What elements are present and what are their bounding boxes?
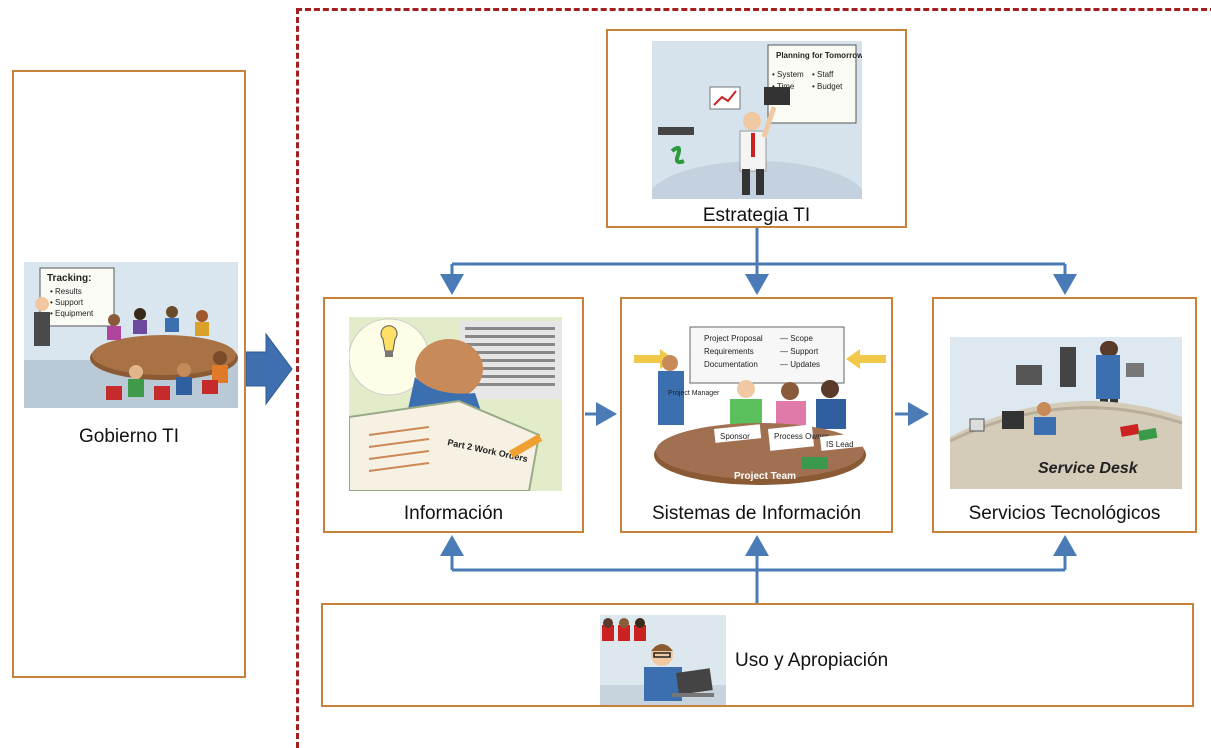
- tracking-item: • Results: [50, 287, 82, 296]
- board-item: Project Proposal: [704, 334, 763, 343]
- tracking-board-title: Tracking:: [47, 273, 91, 284]
- planning-board-title: Planning for Tomorrow's Issues:: [776, 51, 862, 60]
- board-item: — Updates: [780, 360, 820, 369]
- planning-item: • Time: [772, 82, 795, 91]
- estrategia-ti-label: Estrategia TI: [702, 205, 811, 226]
- servicios-tecnologicos-box: Service Desk Servicios Tecnológicos: [932, 297, 1197, 533]
- dashed-frame: [296, 8, 1211, 748]
- gobierno-ti-box: Tracking: • Results • Support • Equipmen…: [12, 70, 246, 678]
- project-team-illustration: Project Proposal Requirements Documentat…: [630, 325, 890, 493]
- informacion-box: Part 2 Work Orders Información: [323, 297, 584, 533]
- estrategia-ti-box: Planning for Tomorrow's Issues: • System…: [606, 29, 907, 228]
- uso-apropiacion-box: Uso y Apropiación: [321, 603, 1194, 707]
- planning-item: • System: [772, 70, 804, 79]
- sistemas-informacion-label: Sistemas de Información: [651, 503, 862, 524]
- tracking-item: • Support: [50, 298, 84, 307]
- sistemas-informacion-box: Project Proposal Requirements Documentat…: [620, 297, 893, 533]
- meeting-tracking-illustration: Tracking: • Results • Support • Equipmen…: [24, 262, 238, 408]
- planning-item: • Staff: [812, 70, 834, 79]
- board-item: Requirements: [704, 347, 754, 356]
- servicios-tecnologicos-label: Servicios Tecnológicos: [968, 503, 1161, 524]
- planning-presentation-illustration: Planning for Tomorrow's Issues: • System…: [652, 41, 862, 199]
- table-label: Project Team: [734, 471, 796, 482]
- reading-book-illustration: Part 2 Work Orders: [349, 317, 562, 491]
- gobierno-ti-label: Gobierno TI: [79, 426, 179, 447]
- laptop-user-illustration: [600, 615, 726, 705]
- board-item: — Scope: [780, 334, 813, 343]
- informacion-label: Información: [403, 503, 504, 524]
- tracking-item: • Equipment: [50, 309, 94, 318]
- role-label: IS Lead: [826, 440, 854, 449]
- role-label: Project Manager: [668, 390, 720, 397]
- planning-item: • Budget: [812, 82, 843, 91]
- connector-arrows: [245, 228, 1077, 604]
- uso-apropiacion-label: Uso y Apropiación: [735, 650, 889, 671]
- role-label: Sponsor: [720, 432, 750, 441]
- role-label: Process Owner: [774, 432, 829, 441]
- service-desk-illustration: Service Desk: [950, 337, 1182, 489]
- board-item: — Support: [780, 347, 819, 356]
- board-item: Documentation: [704, 360, 758, 369]
- service-desk-text: Service Desk: [1038, 460, 1139, 477]
